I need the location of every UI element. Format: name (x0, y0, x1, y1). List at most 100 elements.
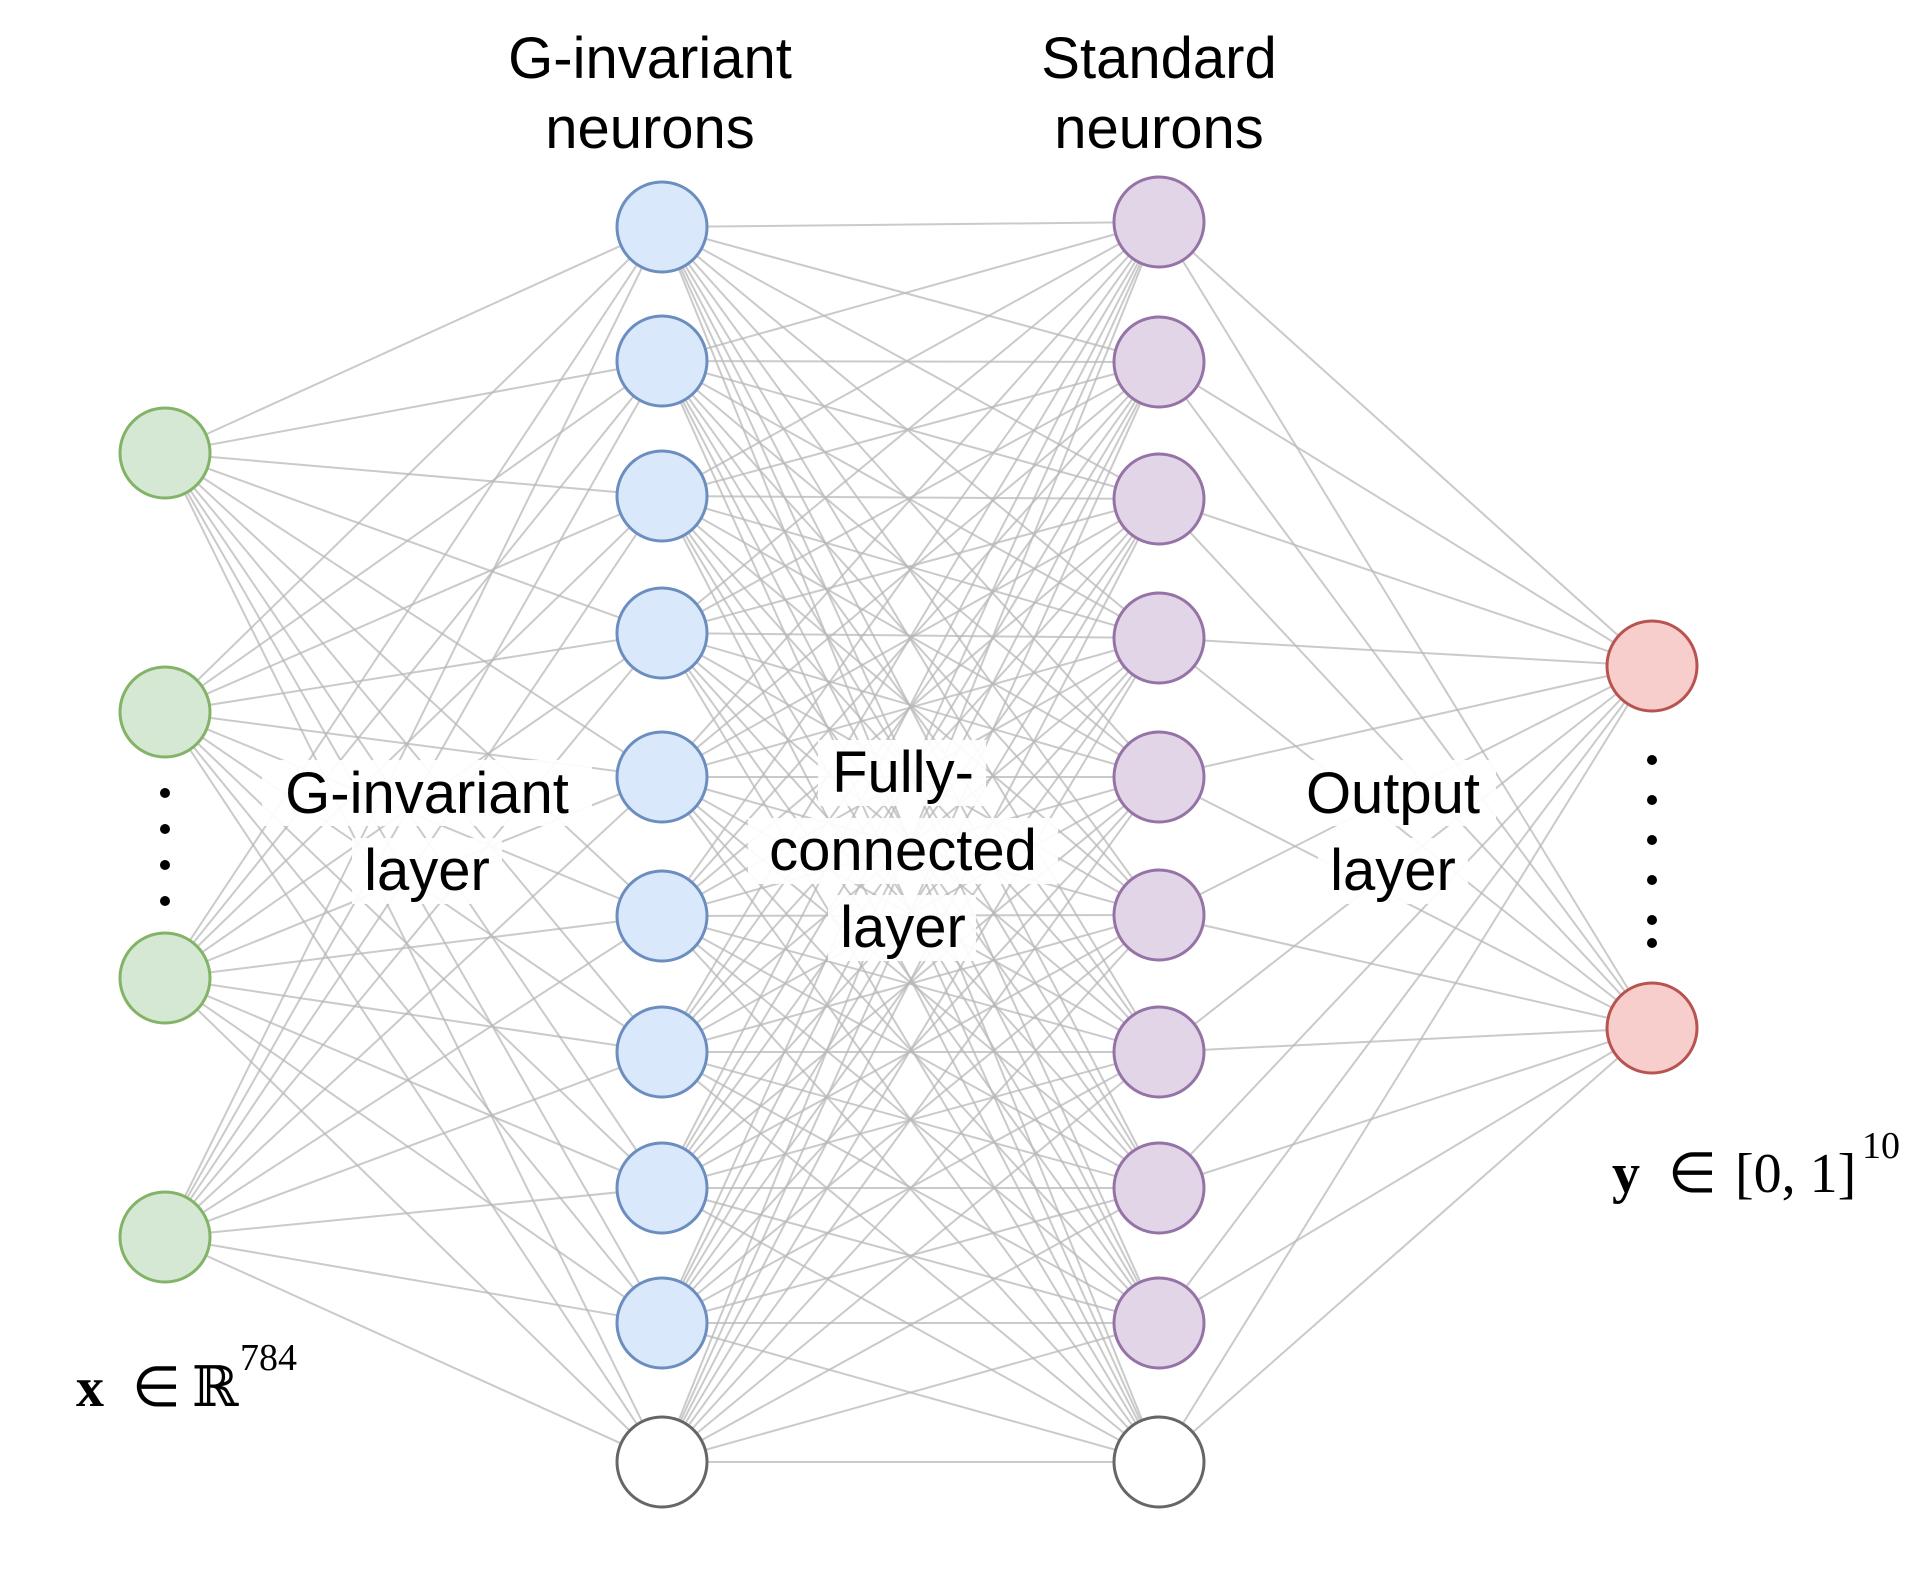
ginv-neurons-header: G-invariant neurons (500, 26, 800, 161)
edge-input-ginv (164, 452, 663, 917)
edge-ginv-std (661, 221, 1160, 917)
ginv-neuron (615, 1141, 709, 1235)
edge-input-ginv (164, 495, 663, 979)
ginv-layer-label-line1: G-invariant (285, 761, 569, 826)
output-variable: y (1612, 1143, 1640, 1205)
input-math-label: x ∈ ℝ 784 (76, 1337, 297, 1420)
input-neuron (118, 406, 212, 500)
edge-std-output (1158, 914, 1653, 1029)
output-neuron (1605, 619, 1699, 713)
edge-input-ginv (164, 226, 663, 1238)
std-neuron (1112, 591, 1206, 685)
edge-input-ginv (164, 1236, 663, 1324)
input-neuron (118, 665, 212, 759)
std-neurons-label-line1: Standard (1041, 26, 1276, 91)
input-ellipsis (160, 788, 170, 906)
output-set: [0, 1] (1735, 1143, 1856, 1205)
edge-input-ginv (164, 711, 663, 1463)
edge-ginv-std (661, 360, 1160, 363)
edge-std-output (1158, 361, 1653, 667)
edge-input-ginv (164, 452, 663, 778)
input-membership: ∈ (132, 1357, 181, 1419)
ginv-neuron (615, 586, 709, 680)
output-dimension: 10 (1862, 1125, 1900, 1167)
edge-ginv-std (661, 221, 1160, 634)
ginv-neuron (615, 869, 709, 963)
edge-input-ginv (164, 1187, 663, 1238)
edge-input-ginv (164, 1051, 663, 1238)
edge-std-output (1158, 1027, 1653, 1463)
output-ellipsis (1647, 755, 1657, 948)
edge-input-ginv (164, 452, 663, 1463)
edge-ginv-std (661, 221, 1160, 228)
edge-ginv-std (661, 221, 1160, 362)
edge-input-ginv (164, 452, 663, 497)
input-neuron (118, 931, 212, 1025)
std-neuron (1112, 730, 1206, 824)
edge-input-ginv (164, 360, 663, 979)
edge-ginv-std (661, 914, 1160, 1463)
ginv-layer-label: G-invariant layer (262, 760, 592, 904)
ginv-neuron (615, 730, 709, 824)
edge-input-ginv (164, 776, 663, 1238)
ginv-layer-label-line2: layer (364, 838, 490, 903)
edge-input-ginv (164, 977, 663, 1463)
edge-input-ginv (164, 632, 663, 713)
std-neuron (1112, 868, 1206, 962)
edge-ginv-std (661, 498, 1160, 1463)
edge-input-ginv (164, 711, 663, 1189)
edge-ginv-std (661, 632, 1160, 1324)
edge-input-ginv (164, 977, 663, 1189)
edge-input-ginv (164, 632, 663, 1238)
std-neuron (1112, 315, 1206, 409)
edge-input-ginv (164, 360, 663, 713)
fc-layer-label: Fully- connected layer (748, 740, 1058, 961)
edge-input-ginv (164, 915, 663, 1238)
edge-ginv-std (661, 226, 1160, 639)
fc-layer-label-line2: connected (769, 818, 1037, 883)
input-set: ℝ (192, 1355, 240, 1420)
edge-std-output (1158, 665, 1653, 1189)
edge-input-ginv (164, 226, 663, 454)
std-neuron (1112, 1005, 1206, 1099)
edge-input-ginv (164, 1236, 663, 1463)
edge-std-output (1158, 637, 1653, 667)
fc-layer-label-line3: layer (840, 895, 966, 960)
edge-ginv-std (661, 221, 1160, 778)
edge-input-ginv (164, 226, 663, 713)
edge-ginv-std (661, 226, 1160, 363)
edge-std-output (1158, 665, 1653, 1463)
bias-ginv-node (615, 1415, 709, 1509)
edge-input-ginv (164, 915, 663, 979)
edge-ginv-std (661, 221, 1160, 497)
edge-std-output (1158, 1027, 1653, 1189)
neuron-nodes (118, 175, 1699, 1509)
std-neurons-header: Standard neurons (1034, 26, 1284, 161)
edge-ginv-std (661, 221, 1160, 1189)
output-neuron (1605, 981, 1699, 1075)
edge-ginv-std (661, 1187, 1160, 1463)
edge-std-output (1158, 665, 1653, 778)
edge-input-ginv (164, 977, 663, 1324)
std-neuron (1112, 452, 1206, 546)
edge-std-output (1158, 221, 1653, 1029)
edge-input-ginv (164, 711, 663, 1324)
edge-input-ginv (164, 452, 663, 1053)
ginv-neuron (615, 1005, 709, 1099)
input-dimension: 784 (240, 1337, 297, 1379)
edge-std-output (1158, 361, 1653, 1029)
edge-ginv-std (661, 221, 1160, 1053)
edge-ginv-std (661, 361, 1160, 917)
edge-ginv-std (661, 226, 1160, 500)
edge-input-ginv (164, 226, 663, 979)
edge-std-output (1158, 221, 1653, 667)
ginv-neurons-label-line1: G-invariant (508, 26, 792, 91)
output-layer-label-line2: layer (1330, 838, 1456, 903)
std-neurons-label-line2: neurons (1054, 96, 1264, 161)
fc-layer-label-line1: Fully- (832, 740, 974, 805)
edge-ginv-std (661, 776, 1160, 1463)
edge-input-ginv (164, 977, 663, 1053)
connection-edges (164, 221, 1653, 1463)
edge-std-output (1158, 1027, 1653, 1324)
